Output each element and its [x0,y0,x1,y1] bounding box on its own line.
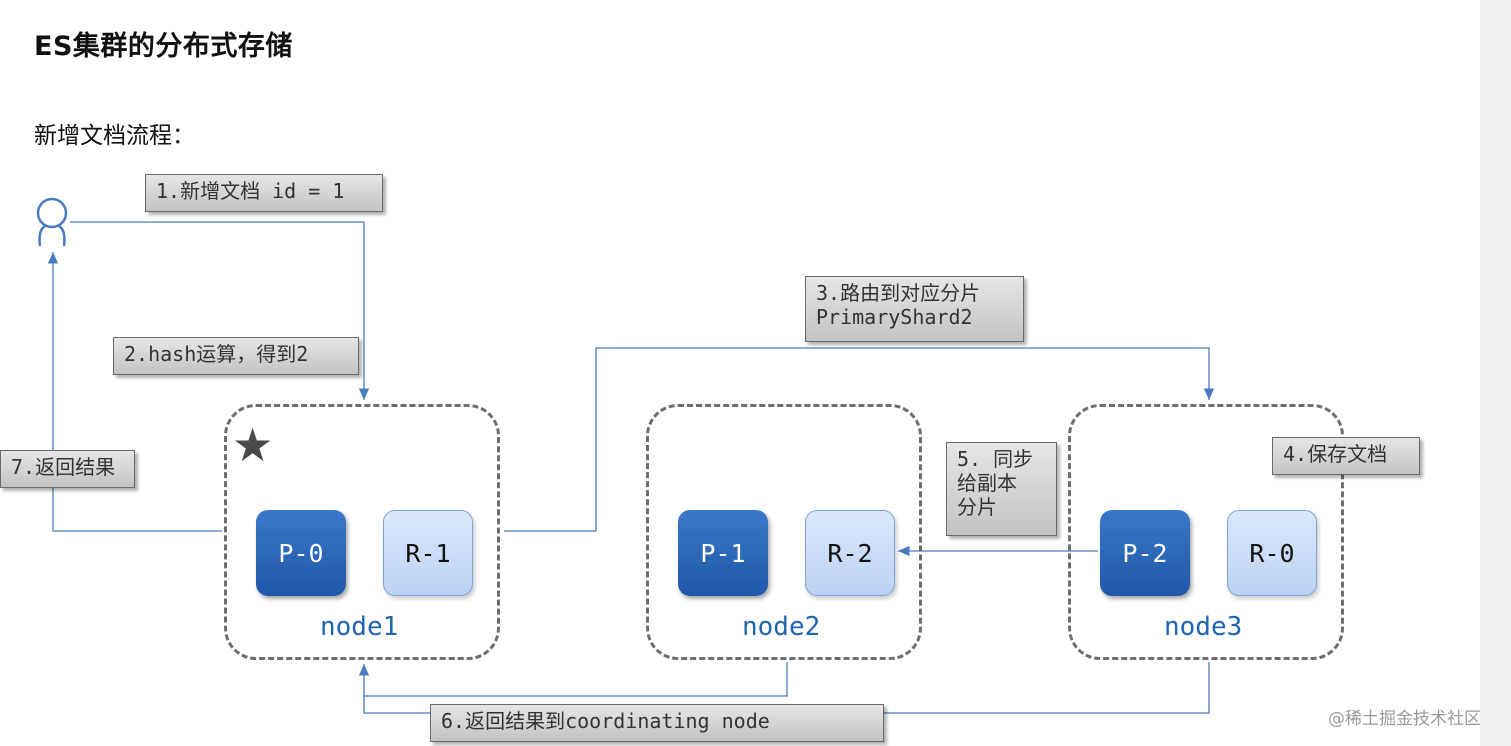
step2-callout: 2.hash运算，得到2 [113,337,359,375]
arrow-node2-to-node1 [364,662,788,697]
user-icon [36,197,68,247]
primary-shard-p0[interactable]: P-0 [256,510,346,596]
node1-label: node1 [320,612,399,642]
replica-shard-r0[interactable]: R-0 [1227,510,1317,596]
star-icon: ★ [232,418,274,472]
step4-callout: 4.保存文档 [1272,437,1420,475]
section-subtitle: 新增文档流程： [34,123,195,149]
scrollbar-track[interactable] [1480,0,1511,746]
node2-box [646,404,922,660]
node1-box [224,404,500,660]
arrow-node1-to-node3 [504,347,1215,532]
replica-shard-r2[interactable]: R-2 [805,510,895,596]
step1-callout: 1.新增文档 id = 1 [145,174,383,212]
step3-callout: 3.路由到对应分片 PrimaryShard2 [805,276,1024,342]
watermark: @稀土掘金技术社区 [1328,709,1481,729]
primary-shard-p1[interactable]: P-1 [678,510,768,596]
arrow-user-to-node1 [70,221,370,400]
arrow-node1-to-user [47,252,222,532]
flow-arrows [36,197,1215,714]
step5-callout: 5. 同步 给副本 分片 [946,442,1057,536]
node2-label: node2 [742,612,821,642]
step6-callout: 6.返回结果到coordinating node [430,704,884,742]
replica-shard-r1[interactable]: R-1 [383,510,473,596]
primary-shard-p2[interactable]: P-2 [1100,510,1190,596]
step7-callout: 7.返回结果 [0,450,135,488]
page-title: ES集群的分布式存储 [34,31,293,62]
node3-box [1068,404,1344,660]
node3-label: node3 [1164,612,1243,642]
